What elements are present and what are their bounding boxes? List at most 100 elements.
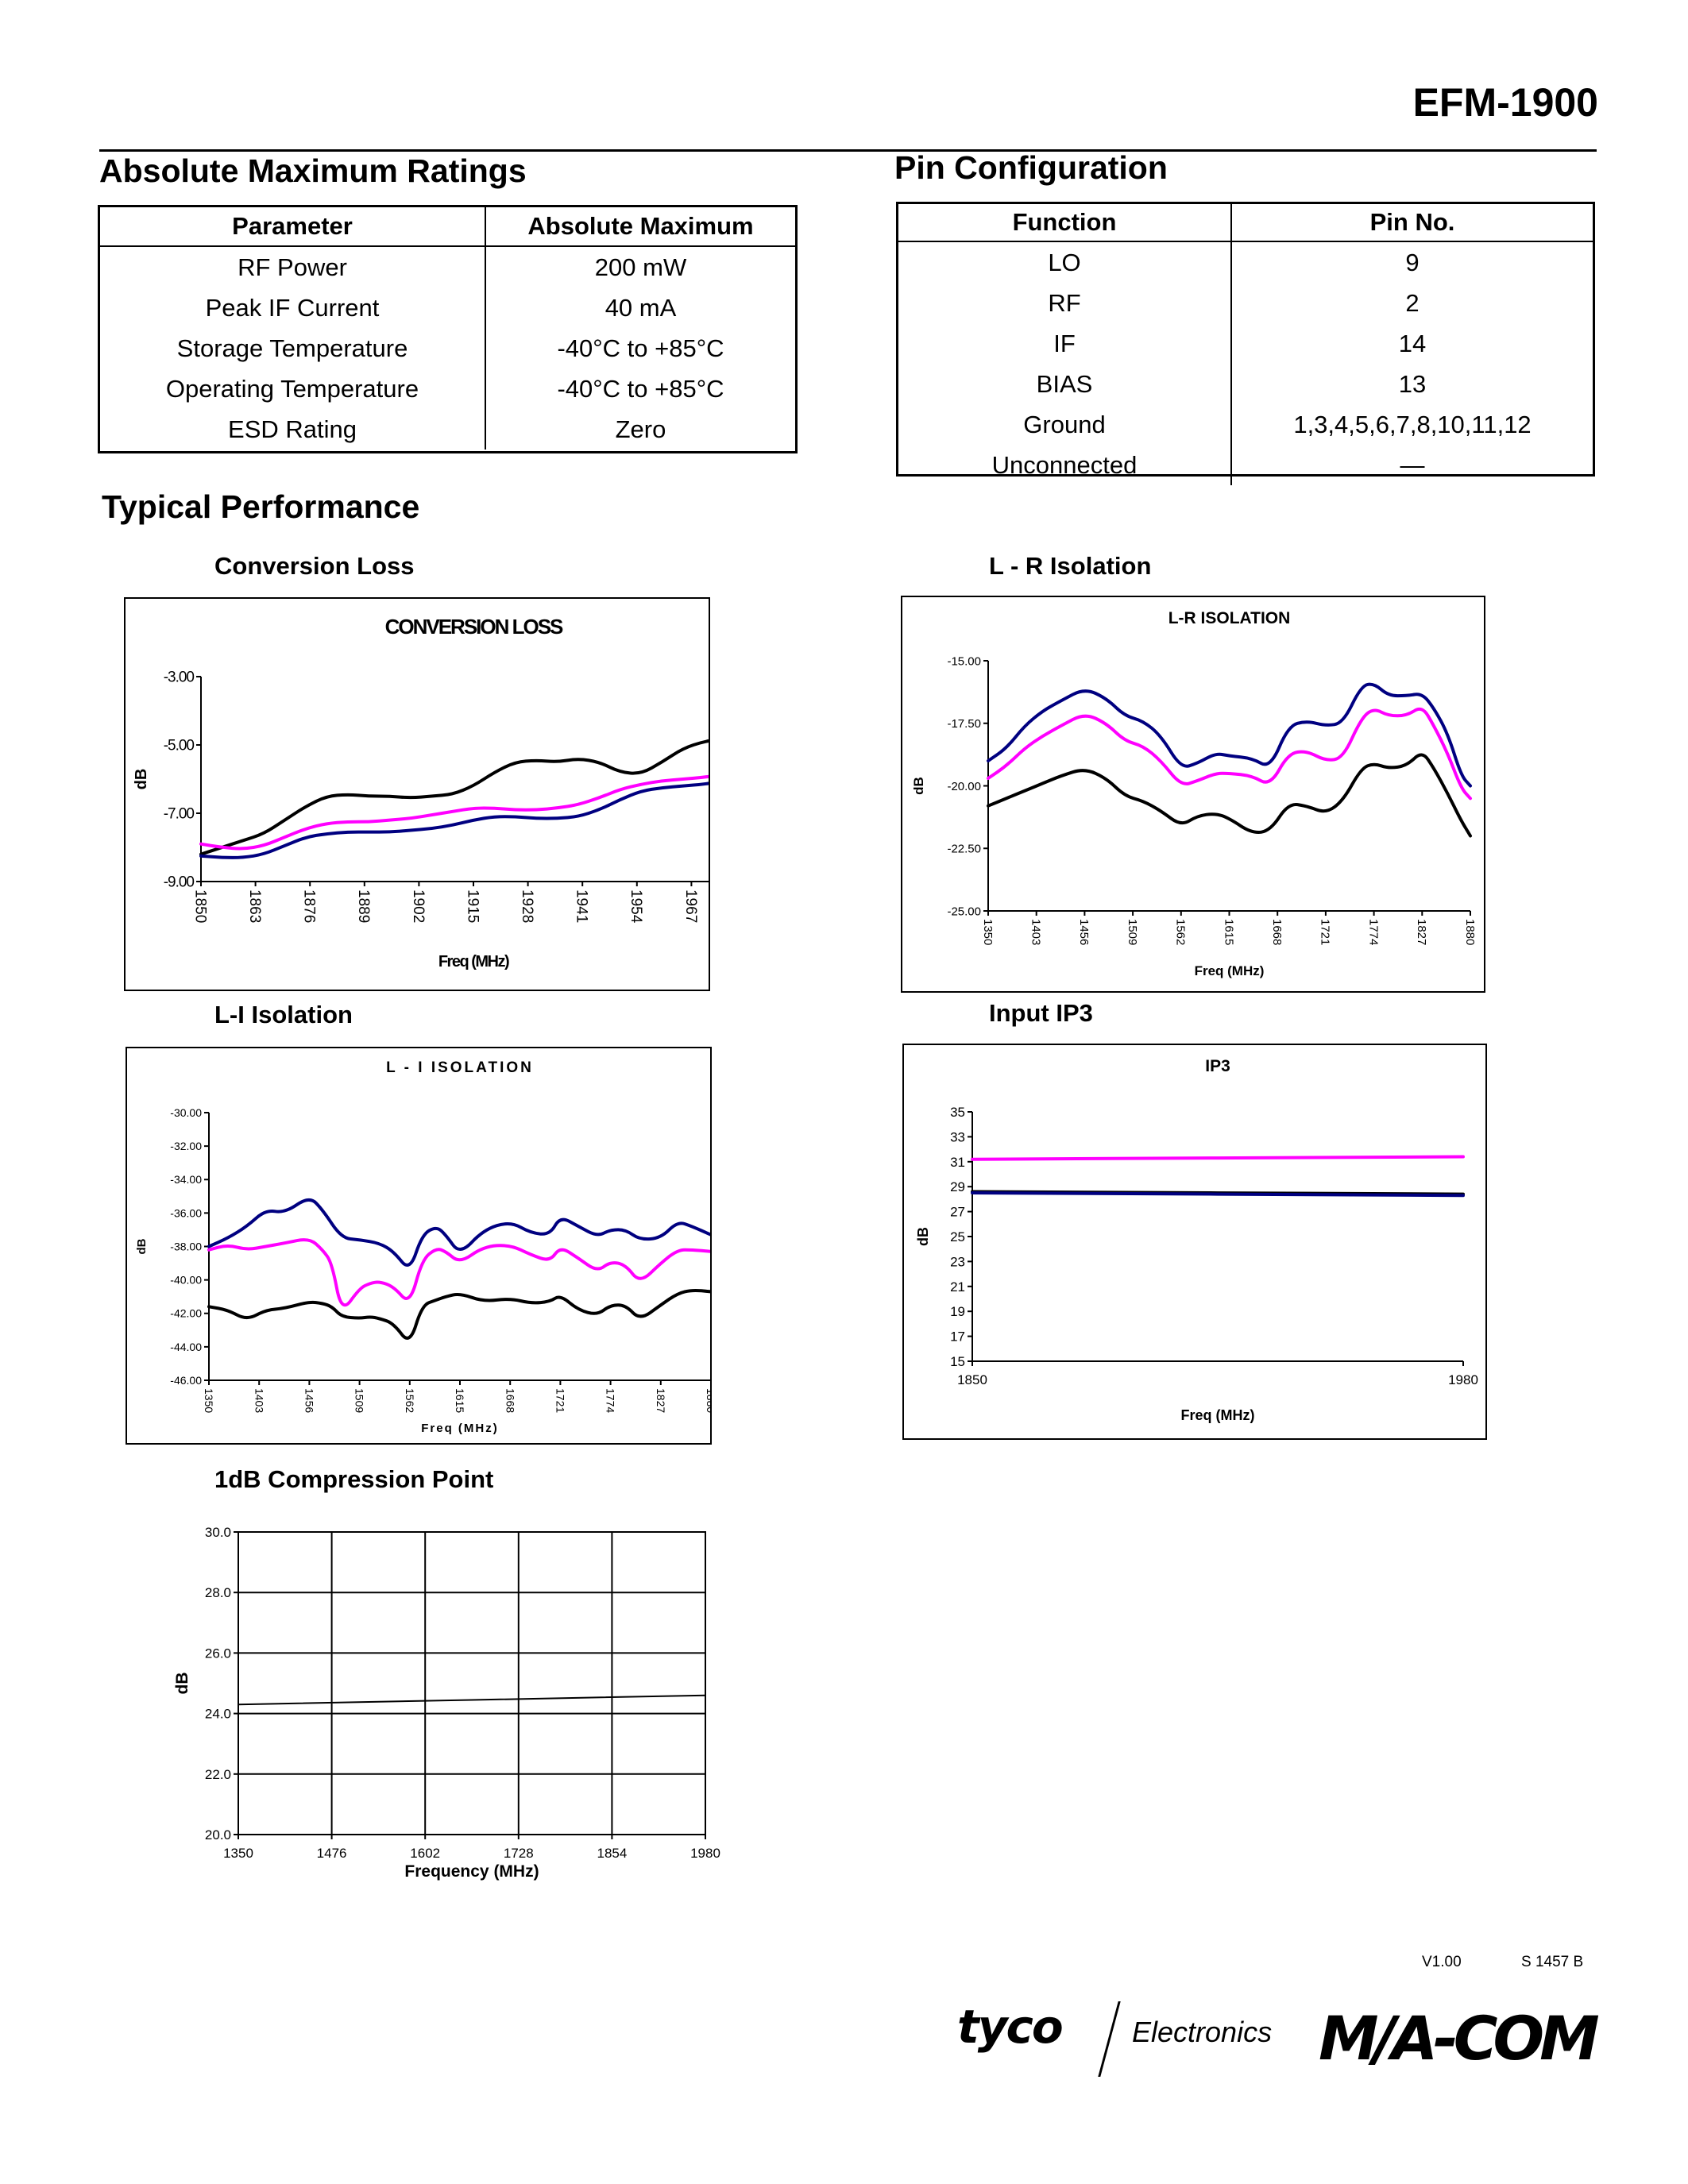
macom-logo: M/A-COM [1319,2003,1600,2074]
y-axis-label: dB [133,769,150,790]
x-tick-label: 1827 [1415,919,1428,945]
y-tick-label: 23 [950,1254,965,1269]
x-tick-label: 1880 [705,1388,710,1413]
x-tick-label: 1774 [605,1388,617,1413]
input-ip3-chart-frame [902,1044,1487,1440]
pin-number: 1,3,4,5,6,7,8,10,11,12 [1293,410,1532,438]
y-tick-label: -40.00 [170,1274,202,1287]
x-tick-label: 1854 [597,1846,627,1861]
x-tick-label: 1509 [353,1388,366,1413]
x-tick-label: 1915 [464,889,481,923]
y-tick-label: -25.00 [947,905,981,918]
amr-value: -40°C to +85°C [557,334,724,362]
pin-number: — [1400,450,1425,479]
y-tick-label: -9.00 [164,874,195,891]
series-line-2 [971,1191,1465,1198]
x-tick-label: 1721 [554,1388,567,1413]
pin-function: IF [898,323,1232,364]
amr-col-param: Parameter [100,207,486,247]
x-tick-label: 1615 [454,1388,466,1413]
chart-title: L - I ISOLATION [386,1059,534,1076]
x-axis-label: Freq (MHz) [438,953,509,970]
y-axis-label: dB [135,1238,149,1254]
series-line-2 [199,781,709,859]
chart-title: IP3 [1205,1057,1230,1075]
series-line-0 [971,1155,1465,1161]
y-tick-label: 33 [950,1129,965,1144]
y-tick-label: -20.00 [947,780,981,793]
y-tick-label: 22.0 [205,1767,231,1782]
x-tick-label: 1941 [574,889,590,923]
x-tick-label: 1350 [223,1846,253,1861]
y-tick-label: 19 [950,1304,965,1319]
series-line-1 [207,1238,710,1307]
pin-function: Ground [898,404,1232,445]
table-row: Ground 1,3,4,5,6,7,8,10,11,12 [898,404,1593,445]
series-line-1 [987,707,1472,801]
x-tick-label: 1889 [355,889,372,923]
chart-title: L-R ISOLATION [1168,609,1291,627]
header-rule [99,149,1597,152]
chart-section-title: L - R Isolation [989,552,1152,580]
y-tick-label: 30.0 [205,1525,231,1540]
x-tick-label: 1456 [303,1388,316,1413]
y-tick-label: 26.0 [205,1646,231,1661]
y-axis-label: dB [173,1673,191,1695]
y-tick-label: 20.0 [205,1827,231,1843]
part-number: EFM-1900 [1412,80,1598,125]
typical-title: Typical Performance [102,488,420,525]
amr-col-max: Absolute Maximum [485,207,795,247]
x-tick-label: 1562 [1174,919,1188,945]
amr-value: Zero [615,415,666,443]
series-line-2 [987,753,1472,838]
doc-number: S 1457 B [1521,1954,1584,1970]
series-line-1 [199,774,709,851]
x-axis-label: Freq (MHz) [421,1422,499,1435]
x-tick-label: 1954 [628,889,644,924]
table-row: Storage Temperature-40°C to +85°C [100,328,795,369]
amr-param: ESD Rating [100,409,486,450]
x-tick-label: 1668 [504,1388,516,1413]
pin-function: LO [898,241,1232,283]
x-tick-label: 1928 [519,889,535,923]
pin-function: Unconnected [898,445,1232,485]
x-tick-label: 1980 [1448,1372,1478,1387]
y-tick-label: -5.00 [164,738,195,754]
amr-title: Absolute Maximum Ratings [99,152,527,189]
chart-section-title: Input IP3 [989,999,1093,1027]
pin-number: 14 [1398,329,1427,357]
pins-col-function: Function [898,204,1232,242]
y-tick-label: -30.00 [170,1106,202,1119]
x-tick-label: 1721 [1319,919,1332,945]
y-tick-label: 17 [950,1329,965,1345]
pin-function: BIAS [898,364,1232,404]
y-tick-label: -15.00 [947,654,981,668]
x-tick-label: 1850 [957,1372,987,1387]
li-isolation-chart: L - I ISOLATION-30.00-32.00-34.00-36.00-… [135,1059,710,1435]
table-row: ESD Rating Zero [100,409,795,450]
table-row: LO 9 [898,241,1593,283]
x-tick-label: 1902 [410,889,427,923]
table-row: IF 14 [898,323,1593,364]
amr-value: 40 mA [605,293,677,322]
x-tick-label: 1403 [1029,919,1042,945]
y-tick-label: -7.00 [164,806,195,823]
y-tick-label: -36.00 [170,1206,202,1219]
x-tick-label: 1615 [1222,919,1235,945]
y-tick-label: 35 [950,1105,965,1120]
series-line-0 [238,1694,706,1706]
plot-frame [238,1531,706,1835]
pin-number: 9 [1405,248,1420,276]
x-tick-label: 1827 [655,1388,667,1413]
y-tick-label: 31 [950,1155,965,1170]
x-tick-label: 1876 [301,889,318,923]
tyco-logo: tyco [957,2000,1064,2054]
y-tick-label: -3.00 [164,669,195,686]
y-axis-label: dB [911,777,926,795]
y-tick-label: 15 [950,1354,965,1369]
pins-col-pin: Pin No. [1231,204,1593,242]
